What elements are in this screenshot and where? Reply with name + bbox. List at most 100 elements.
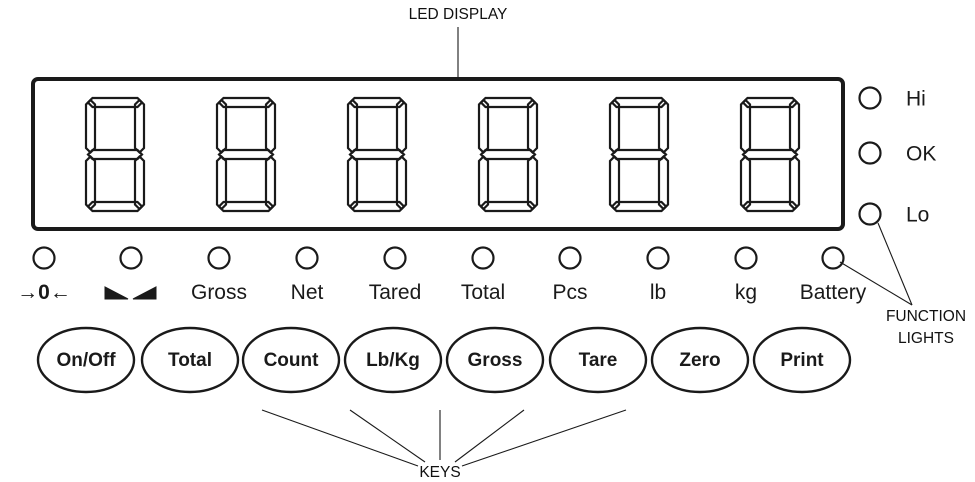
key-label: Total xyxy=(168,350,212,371)
led-digit xyxy=(346,96,408,213)
keys-leader-1 xyxy=(261,409,419,467)
gross-key[interactable]: Gross xyxy=(445,326,545,394)
zero-key[interactable]: Zero xyxy=(650,326,750,394)
motion-icon xyxy=(104,286,157,300)
indicator-label: lb xyxy=(650,281,666,304)
led-segment xyxy=(479,200,537,213)
lb-kg-key[interactable]: Lb/Kg xyxy=(343,326,443,394)
indicator-label: Tared xyxy=(369,281,422,304)
led-digit xyxy=(739,96,801,213)
status-light-label: OK xyxy=(906,143,936,166)
key-label: Count xyxy=(264,350,320,371)
keys-leader-5 xyxy=(461,409,627,467)
led-segment xyxy=(215,154,228,211)
led-segment xyxy=(348,148,406,161)
led-segment xyxy=(84,154,97,211)
status-light-label: Hi xyxy=(906,88,926,111)
indicator-light-icon xyxy=(646,246,670,270)
keypad: On/Off Total Count Lb/Kg Gross Tare Zero Print xyxy=(36,326,852,394)
led-segment xyxy=(346,154,359,211)
function-lights-leader-1 xyxy=(877,222,913,306)
led-segment xyxy=(348,200,406,213)
key-outline xyxy=(548,326,648,394)
indicator-tared: Tared xyxy=(369,246,422,304)
indicator-light-icon xyxy=(207,246,231,270)
led-digits xyxy=(84,96,801,213)
led-segment xyxy=(217,200,275,213)
indicator-light-icon xyxy=(558,246,582,270)
led-segment xyxy=(608,154,621,211)
status-light-ok: OK xyxy=(858,141,936,166)
key-label: Print xyxy=(780,350,824,371)
led-segment xyxy=(86,148,144,161)
print-key[interactable]: Print xyxy=(752,326,852,394)
led-segment xyxy=(610,200,668,213)
key-label: Lb/Kg xyxy=(366,350,420,371)
led-digit xyxy=(608,96,670,213)
led-segment xyxy=(610,148,668,161)
key-outline xyxy=(140,326,240,394)
led-segment xyxy=(477,154,490,211)
led-digit xyxy=(84,96,146,213)
indicator-light-icon xyxy=(295,246,319,270)
function-lights-leader-2 xyxy=(839,261,913,306)
key-label: Zero xyxy=(679,350,720,371)
indicator-net: Net xyxy=(291,246,324,304)
indicator-light-icon xyxy=(119,246,143,270)
key-outline xyxy=(36,326,136,394)
indicator-lb: lb xyxy=(646,246,670,304)
indicator-label: Battery xyxy=(800,281,867,304)
indicator-light-icon xyxy=(471,246,495,270)
indicator-label: Gross xyxy=(191,281,247,304)
key-label: Gross xyxy=(468,350,523,371)
indicator-center-of-zero: →0← xyxy=(17,246,71,304)
indicator-label: Total xyxy=(461,281,505,304)
key-outline xyxy=(650,326,750,394)
key-label: Tare xyxy=(579,350,618,371)
key-outline xyxy=(445,326,545,394)
indicator-light-icon xyxy=(821,246,845,270)
led-indicator-icon xyxy=(858,86,882,110)
led-digit xyxy=(215,96,277,213)
indicator-light-icon xyxy=(383,246,407,270)
indicator-light-icon xyxy=(32,246,56,270)
total-key[interactable]: Total xyxy=(140,326,240,394)
led-display-frame xyxy=(31,77,845,231)
indicator-row: →0← Gross Net Tared Total Pcs lb kg Battery xyxy=(17,246,867,304)
key-outline xyxy=(752,326,852,394)
indicator-gross: Gross xyxy=(191,246,247,304)
function-lights-callout-line2: LIGHTS xyxy=(898,330,954,347)
key-outline xyxy=(241,326,341,394)
function-lights-callout-line1: FUNCTION xyxy=(886,308,966,325)
tare-key[interactable]: Tare xyxy=(548,326,648,394)
indicator-label: Net xyxy=(291,281,324,304)
keys-leader-4 xyxy=(454,409,525,463)
status-light-lo: Lo xyxy=(858,202,929,227)
keys-callout: KEYS xyxy=(419,464,460,481)
led-segment xyxy=(741,148,799,161)
indicator-pcs: Pcs xyxy=(552,246,588,304)
led-segment xyxy=(479,148,537,161)
led-segment xyxy=(217,148,275,161)
key-outline xyxy=(343,326,443,394)
count-key[interactable]: Count xyxy=(241,326,341,394)
on-off-key[interactable]: On/Off xyxy=(36,326,136,394)
status-light-hi: Hi xyxy=(858,86,926,111)
led-digit xyxy=(477,96,539,213)
led-indicator-icon xyxy=(858,202,882,226)
indicator-light-icon xyxy=(734,246,758,270)
center-of-zero-icon: →0← xyxy=(17,281,71,304)
indicator-battery: Battery xyxy=(800,246,867,304)
led-indicator-icon xyxy=(858,141,882,165)
indicator-motion xyxy=(104,246,157,300)
indicator-label: kg xyxy=(735,281,757,304)
led-display-callout: LED DISPLAY xyxy=(409,6,508,23)
indicator-total: Total xyxy=(461,246,505,304)
indicator-kg: kg xyxy=(734,246,758,304)
status-light-label: Lo xyxy=(906,204,929,227)
indicator-label: Pcs xyxy=(552,281,587,304)
keys-leader-2 xyxy=(349,409,426,463)
